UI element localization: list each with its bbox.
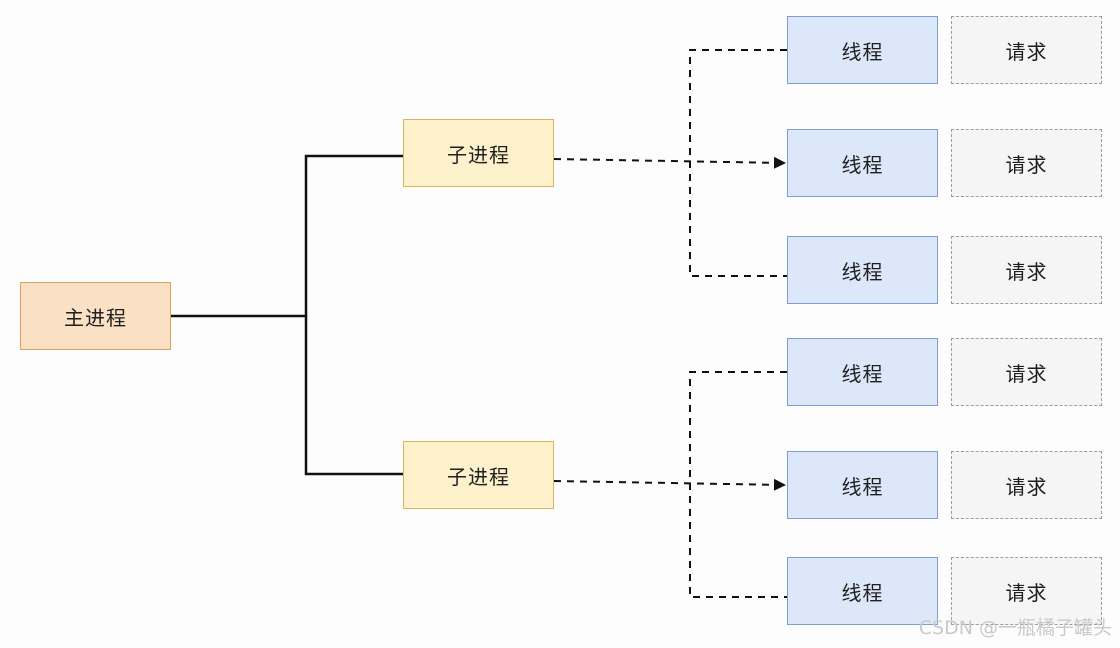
main-to-child-connector [171, 154, 403, 318]
request-node: 请求 [951, 451, 1102, 519]
watermark-text: CSDN @一瓶橘子罐头 [918, 617, 1112, 639]
thread-node: 线程 [787, 16, 938, 84]
thread-node: 线程 [787, 338, 938, 406]
thread-node: 线程 [787, 557, 938, 625]
child-to-thread-dashed-connector [689, 49, 787, 277]
thread-node: 线程 [787, 236, 938, 304]
thread-node: 线程 [787, 129, 938, 197]
request-node: 请求 [951, 236, 1102, 304]
child-to-thread-dashed-arrow [553, 156, 786, 169]
request-node: 请求 [951, 338, 1102, 406]
child-to-thread-dashed-arrow [553, 478, 786, 491]
request-node: 请求 [951, 129, 1102, 197]
request-node: 请求 [951, 16, 1102, 84]
request-node: 请求 [951, 557, 1102, 625]
main-process-node: 主进程 [20, 282, 171, 350]
child-process-node: 子进程 [403, 441, 554, 509]
main-to-child-connector [304, 316, 403, 476]
child-to-thread-dashed-connector [689, 371, 787, 598]
child-process-node: 子进程 [403, 119, 554, 187]
thread-node: 线程 [787, 451, 938, 519]
